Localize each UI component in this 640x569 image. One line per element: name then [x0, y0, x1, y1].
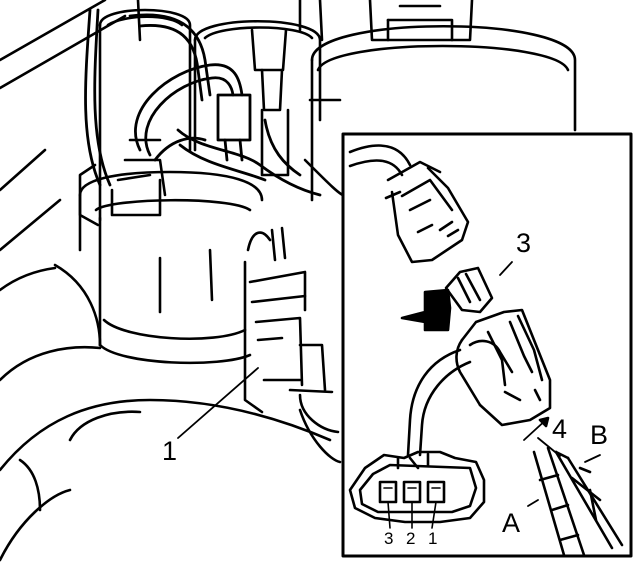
callout-A: A	[502, 508, 521, 538]
callout-4: 4	[552, 414, 568, 444]
pin-label-3: 3	[384, 529, 394, 548]
left-canister	[78, 8, 192, 227]
inset-terminal-face	[348, 450, 486, 529]
reservoir-cylinder	[303, 0, 577, 202]
inset-lower-connector	[406, 308, 552, 457]
leader-1	[177, 367, 259, 439]
connector-1	[243, 226, 334, 414]
callout-1: 1	[162, 436, 178, 466]
background-structure	[0, 0, 324, 252]
callout-B: B	[590, 420, 609, 450]
pin-label-2: 2	[406, 529, 416, 548]
wiring-harness	[84, 8, 322, 197]
pin-label-1: 1	[428, 529, 438, 548]
pump-cylinder	[78, 170, 264, 365]
middle-canister	[193, 19, 322, 177]
foreground-hose	[0, 263, 342, 562]
callout-3: 3	[516, 228, 532, 258]
inset-upper-connector	[348, 144, 470, 264]
push-arrow	[400, 288, 452, 332]
inset-probe-tool	[523, 416, 624, 557]
inset-lock-clip	[444, 261, 513, 314]
